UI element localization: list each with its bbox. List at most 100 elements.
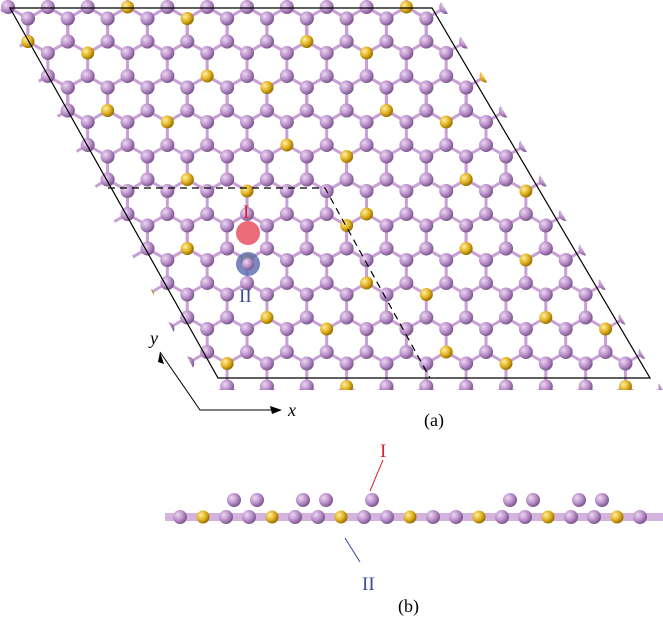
gold-atom — [519, 415, 532, 428]
purple-atom — [558, 46, 573, 60]
gold-atom — [61, 380, 75, 390]
purple-atom — [100, 11, 115, 26]
purple-atom — [538, 34, 553, 49]
purple-atom — [259, 34, 274, 49]
purple-atom — [638, 322, 653, 336]
gold-atom — [61, 219, 75, 232]
bond — [584, 5, 607, 20]
purple-atom — [439, 322, 454, 336]
bond — [465, 5, 487, 20]
purple-atom — [439, 391, 453, 405]
gold-atom — [459, 173, 473, 186]
bond — [604, 109, 627, 124]
bond — [545, 178, 567, 193]
purple-atom — [299, 356, 314, 371]
bond — [604, 109, 627, 124]
purple-atom — [340, 426, 354, 440]
bond — [68, 421, 88, 433]
bond — [525, 109, 547, 124]
bond — [7, 350, 29, 365]
purple-atom — [242, 510, 256, 524]
gold-atom — [121, 392, 134, 405]
side-site-1-label: I — [380, 441, 386, 462]
bond — [564, 178, 587, 193]
bond — [485, 74, 507, 89]
bond — [67, 316, 89, 331]
bond — [624, 5, 647, 20]
purple-atom — [180, 426, 194, 440]
purple-atom — [658, 241, 663, 256]
site-2-atom — [242, 258, 254, 270]
gold-atom — [618, 150, 632, 163]
purple-atom — [220, 379, 235, 390]
bond — [604, 40, 627, 55]
purple-atom — [240, 276, 255, 290]
axis-x-label: x — [287, 400, 296, 420]
bond — [0, 316, 9, 331]
purple-atom — [399, 138, 414, 152]
gold-atom — [180, 12, 194, 25]
bond — [564, 212, 587, 227]
gold-atom — [599, 322, 613, 336]
bond — [525, 74, 547, 89]
purple-atom — [459, 287, 474, 302]
bond — [465, 40, 487, 55]
purple-atom — [339, 172, 354, 187]
bond — [505, 40, 527, 55]
purple-atom — [599, 391, 613, 405]
purple-atom — [578, 172, 593, 187]
purple-atom — [379, 80, 394, 95]
purple-atom — [498, 379, 513, 390]
purple-atom — [558, 69, 573, 83]
purple-atom — [658, 34, 663, 49]
purple-atom — [319, 253, 334, 267]
bond — [644, 74, 663, 89]
purple-atom — [518, 46, 533, 60]
purple-atom — [558, 207, 573, 221]
bond — [545, 74, 567, 89]
purple-atom — [100, 80, 115, 95]
purple-atom — [40, 115, 55, 129]
purple-atom — [140, 11, 155, 26]
purple-atom — [311, 510, 325, 524]
bond — [566, 421, 586, 433]
purple-atom — [578, 80, 593, 95]
purple-atom — [498, 11, 513, 26]
bond — [505, 109, 527, 124]
gold-atom — [360, 276, 374, 290]
bond — [564, 109, 587, 124]
gold-atom — [541, 510, 555, 524]
purple-atom — [498, 241, 513, 256]
gold-atom — [360, 207, 374, 221]
bond — [586, 421, 606, 433]
bond — [584, 143, 607, 158]
purple-atom — [299, 379, 314, 390]
bond — [267, 421, 287, 433]
purple-atom — [240, 46, 255, 60]
purple-atom — [459, 379, 474, 390]
gold-atom — [21, 426, 34, 439]
purple-atom — [658, 241, 663, 256]
purple-atom — [100, 172, 115, 187]
purple-atom — [60, 34, 75, 49]
gold-atom — [320, 322, 334, 336]
purple-atom — [538, 11, 553, 26]
gold-atom — [400, 392, 413, 405]
purple-atom — [180, 80, 195, 95]
purple-atom — [240, 345, 255, 359]
purple-atom — [439, 276, 454, 290]
purple-atom — [479, 345, 494, 359]
purple-atom — [618, 172, 633, 187]
bond — [645, 421, 663, 433]
bond — [0, 40, 9, 55]
bond — [624, 281, 647, 296]
gold-atom — [280, 138, 294, 152]
bond — [106, 281, 129, 296]
purple-atom — [279, 253, 294, 267]
purple-atom — [558, 322, 573, 336]
purple-atom — [459, 218, 474, 233]
bond — [584, 109, 607, 124]
bond — [7, 212, 29, 227]
purple-atom — [200, 115, 215, 129]
bond — [47, 178, 69, 193]
